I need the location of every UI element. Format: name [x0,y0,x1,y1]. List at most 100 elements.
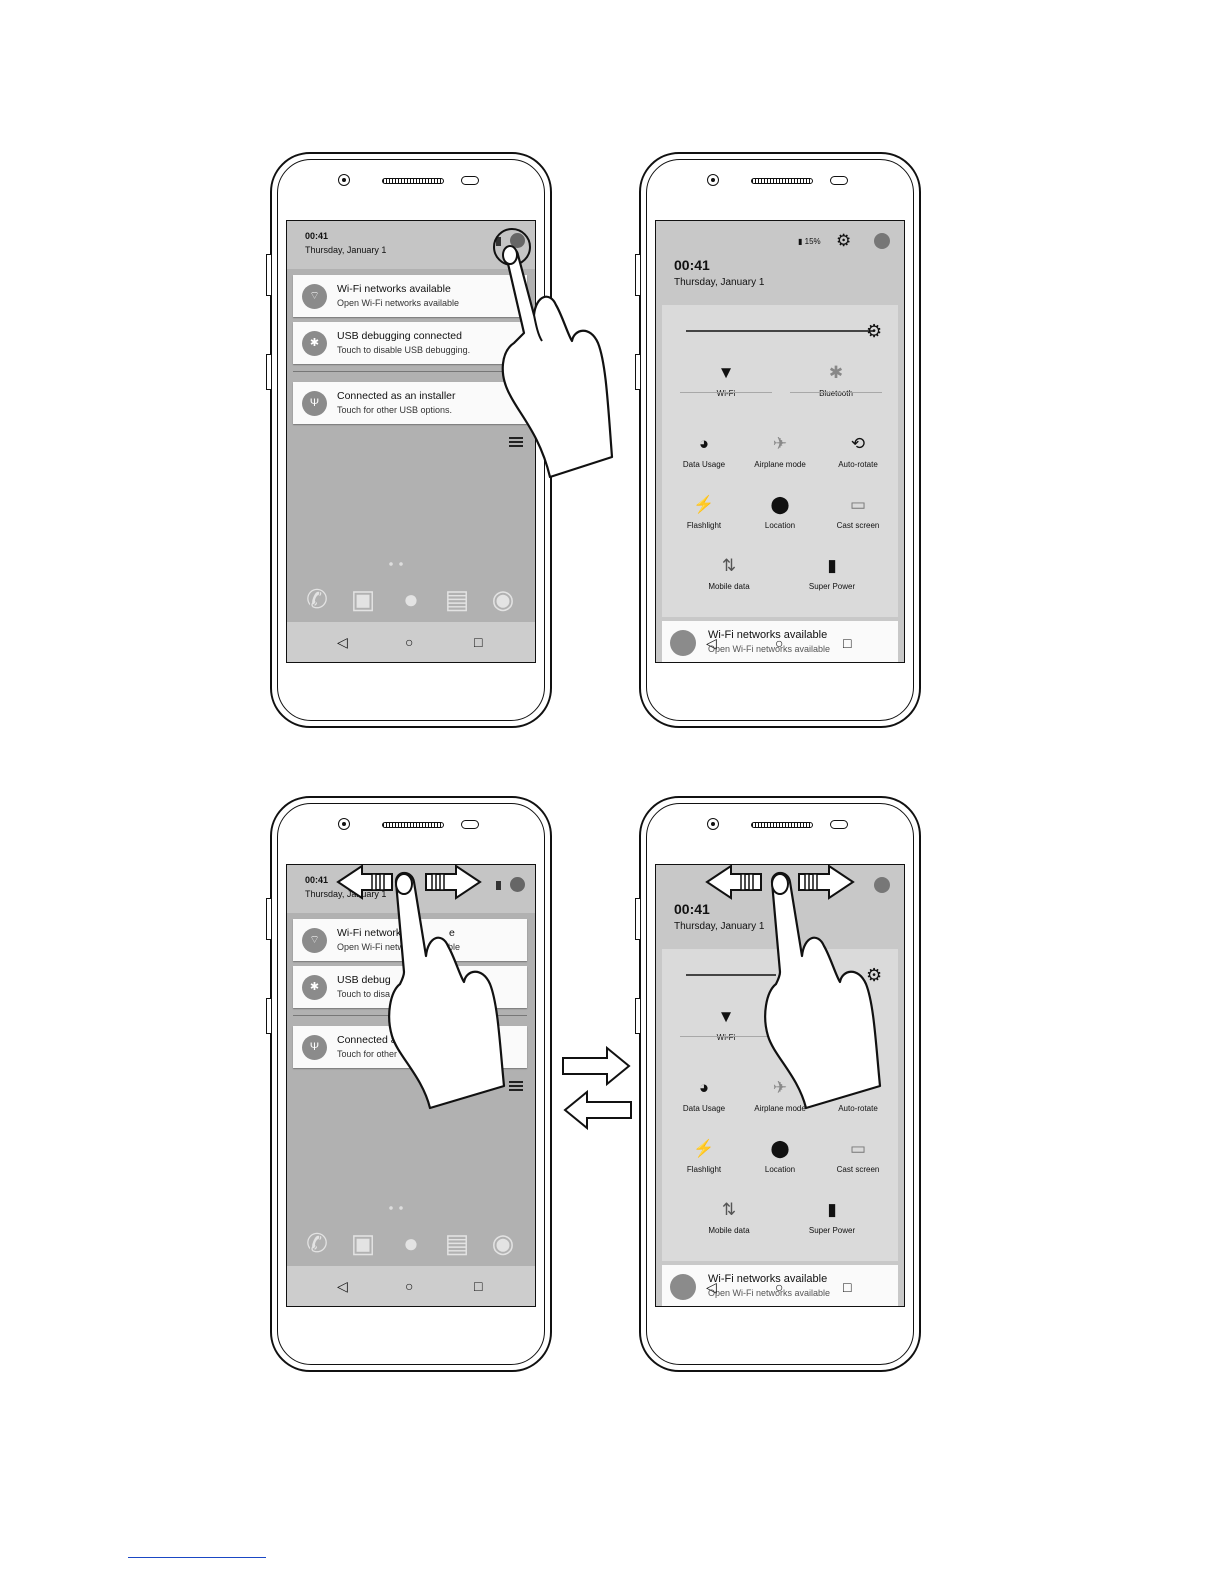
tile-data-usage[interactable]: ◕Data Usage [664,432,744,469]
earpiece-speaker [382,822,444,828]
tile-cast-screen[interactable]: ▭Cast screen [818,1137,898,1174]
brightness-slider[interactable] [686,330,874,332]
user-avatar-icon[interactable] [874,877,890,893]
wifi-icon: ▼ [717,1007,735,1026]
divider [293,371,527,372]
app-drawer-icon[interactable]: ● [403,1228,419,1258]
messages-icon[interactable]: ▤ [444,584,470,614]
notification-title-tail: e [449,927,455,939]
flashlight-icon: ⚡ [693,1139,715,1158]
power-button [635,354,641,390]
notification-wifi[interactable]: ⌔ Wi-Fi networks available Open Wi-Fi ne… [293,275,527,317]
phone-icon[interactable]: ✆ [306,584,328,614]
volume-button [635,898,641,940]
notification-title: USB debug [337,974,391,986]
phone-icon[interactable]: ✆ [306,1228,328,1258]
flashlight-icon: ⚡ [693,495,715,514]
brightness-icon[interactable]: ⚙ [866,965,883,985]
back-icon[interactable]: ◁ [706,635,717,651]
phone-quick-settings-swipe: 00:41 Thursday, January 1 ⚙ ▼Wi-Fi ◕Data… [635,796,921,1372]
battery-icon [496,237,501,246]
divider [790,392,882,393]
contacts-icon[interactable]: ▣ [350,1228,376,1258]
messages-icon[interactable]: ▤ [444,1228,470,1258]
divider [680,1036,772,1037]
tile-location[interactable]: ⬤Location [740,1137,820,1174]
home-icon[interactable]: ○ [405,634,414,650]
wifi-icon: ⌔ [302,284,327,309]
user-avatar-icon[interactable] [510,233,525,248]
clear-all-icon[interactable] [509,1081,523,1091]
home-icon[interactable]: ○ [775,1279,784,1295]
recents-icon[interactable]: □ [843,635,852,651]
back-icon[interactable]: ◁ [337,634,348,650]
shade-header: 00:41 Thursday, January 1 [287,865,535,913]
notification-title: Wi-Fi network [337,927,402,939]
notification-wifi[interactable]: Wi-Fi networks available Open Wi-Fi netw… [662,1265,898,1306]
recents-icon[interactable]: □ [843,1279,852,1295]
navigation-bar: ◁ ○ □ [287,622,535,662]
front-camera [707,818,719,830]
browser-icon[interactable]: ◉ [491,1228,515,1258]
tile-super-power[interactable]: ▮Super Power [792,554,872,591]
wifi-icon: ⌔ [302,928,327,953]
tile-bluetooth[interactable]: ✱Bluetooth [796,361,876,398]
notification-subtitle: Touch for other [337,1049,398,1059]
notification-wifi[interactable]: Wi-Fi networks available Open Wi-Fi netw… [662,621,898,662]
tile-flashlight[interactable]: ⚡Flashlight [664,493,744,530]
screen: 00:41 Thursday, January 1 ⚙ ▼Wi-Fi ◕Data… [655,864,905,1307]
notification-subtitle: Open Wi-Fi networks available [708,644,831,654]
notification-usb-installer[interactable]: Ψ Connected a Touch for other [293,1026,527,1068]
tile-flashlight[interactable]: ⚡Flashlight [664,1137,744,1174]
settings-gear-icon[interactable]: ⚙ [836,231,852,250]
earpiece-speaker [751,178,813,184]
battery-icon [496,881,501,890]
quick-settings-header: ▮ 15% ⚙ 00:41 Thursday, January 1 [656,221,904,301]
proximity-sensor [830,820,848,829]
auto-rotate-icon: ⟲ [850,434,866,453]
tile-airplane-mode[interactable]: ✈Airplane mode [740,432,820,469]
earpiece-speaker [382,178,444,184]
wifi-icon [670,630,696,656]
tile-super-power[interactable]: ▮Super Power [792,1198,872,1235]
phone-notification-shade-swipe: 00:41 Thursday, January 1 ⌔ Wi-Fi networ… [266,796,552,1372]
browser-icon[interactable]: ◉ [491,584,515,614]
home-icon[interactable]: ○ [775,635,784,651]
tile-data-usage[interactable]: ◕Data Usage [664,1076,744,1113]
cast-icon: ▭ [849,1139,867,1158]
home-icon[interactable]: ○ [405,1278,414,1294]
brightness-icon[interactable]: ⚙ [866,321,883,341]
tile-location[interactable]: ⬤Location [740,493,820,530]
tile-wifi[interactable]: ▼Wi-Fi [686,1005,766,1042]
user-avatar-icon[interactable] [510,877,525,892]
app-drawer-icon[interactable]: ● [403,584,419,614]
clear-all-icon[interactable] [509,437,523,447]
brightness-slider[interactable] [686,974,776,976]
user-avatar-icon[interactable] [874,233,890,249]
status-time: 00:41 [674,257,710,273]
divider [293,1015,527,1016]
notification-wifi[interactable]: ⌔ Wi-Fi network e Open Wi-Fi netw able [293,919,527,961]
recents-icon[interactable]: □ [474,634,483,650]
notification-title: Connected a [337,1034,397,1046]
tile-mobile-data[interactable]: ⇅Mobile data [689,554,769,591]
back-icon[interactable]: ◁ [337,1278,348,1294]
cast-icon: ▭ [849,495,867,514]
recents-icon[interactable]: □ [474,1278,483,1294]
contacts-icon[interactable]: ▣ [350,584,376,614]
notification-usb-debugging[interactable]: ✱ USB debugging connected Touch to disab… [293,322,527,364]
tile-wifi[interactable]: ▼Wi-Fi [686,361,766,398]
tile-mobile-data[interactable]: ⇅Mobile data [689,1198,769,1235]
notification-usb-debugging[interactable]: ✱ USB debug Touch to disa [293,966,527,1008]
notification-subtitle: Open Wi-Fi networks available [337,298,460,308]
back-icon[interactable]: ◁ [706,1279,717,1295]
power-button [266,354,272,390]
notification-title: Wi-Fi networks available [708,629,828,641]
tile-cast-screen[interactable]: ▭Cast screen [818,493,898,530]
tile-auto-rotate[interactable]: ⟲Auto-rotate [818,432,898,469]
tile-airplane-mode[interactable]: ✈Airplane mode [740,1076,820,1113]
tile-auto-rotate[interactable]: Auto-rotate [818,1076,898,1113]
screen: 00:41 Thursday, January 1 ⌔ Wi-Fi networ… [286,220,536,663]
data-usage-icon: ◕ [698,1078,710,1097]
notification-usb-installer[interactable]: Ψ Connected as an installer Touch for ot… [293,382,527,424]
